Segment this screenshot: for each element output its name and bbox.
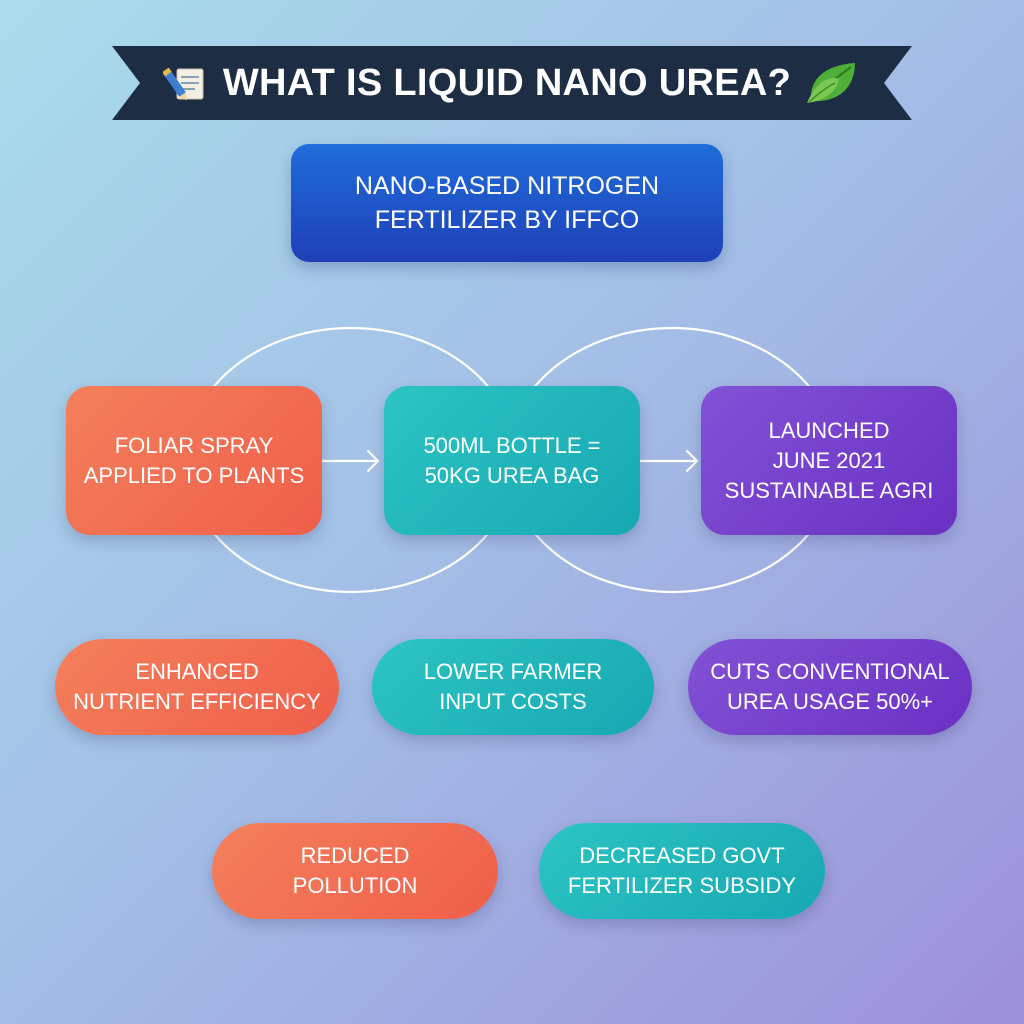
benefit-text: LOWER FARMER INPUT COSTS bbox=[423, 659, 603, 714]
flow-step-bottle-equivalence: 500ML BOTTLE = 50KG UREA BAG bbox=[384, 386, 640, 535]
main-concept-text: NANO-BASED NITROGEN FERTILIZER BY IFFCO bbox=[354, 172, 660, 234]
benefit-text: CUTS CONVENTIONAL UREA USAGE 50%+ bbox=[710, 659, 950, 714]
benefit-text: REDUCED POLLUTION bbox=[292, 843, 418, 898]
benefit-decreased-subsidy: DECREASED GOVT FERTILIZER SUBSIDY bbox=[539, 823, 825, 919]
flow-step-text: FOLIAR SPRAY APPLIED TO PLANTS bbox=[83, 432, 305, 488]
arrow-flow-1 bbox=[321, 449, 380, 473]
flow-step-text: LAUNCHED JUNE 2021 SUSTAINABLE AGRI bbox=[724, 417, 934, 503]
benefit-nutrient-efficiency: ENHANCED NUTRIENT EFFICIENCY bbox=[55, 639, 339, 735]
title-banner: WHAT IS LIQUID NANO UREA? bbox=[112, 46, 912, 120]
flow-step-launched: LAUNCHED JUNE 2021 SUSTAINABLE AGRI bbox=[701, 386, 957, 535]
notepad-pencil-icon bbox=[161, 60, 209, 106]
flow-step-text: 500ML BOTTLE = 50KG UREA BAG bbox=[423, 432, 601, 488]
benefit-text: DECREASED GOVT FERTILIZER SUBSIDY bbox=[567, 843, 797, 898]
benefit-text: ENHANCED NUTRIENT EFFICIENCY bbox=[73, 659, 321, 714]
page-title: WHAT IS LIQUID NANO UREA? bbox=[222, 61, 792, 104]
benefit-lower-costs: LOWER FARMER INPUT COSTS bbox=[372, 639, 654, 735]
arrow-flow-2 bbox=[638, 449, 699, 473]
flow-step-foliar-spray: FOLIAR SPRAY APPLIED TO PLANTS bbox=[66, 386, 322, 535]
main-concept-box: NANO-BASED NITROGEN FERTILIZER BY IFFCO bbox=[291, 144, 723, 262]
benefit-reduced-pollution: REDUCED POLLUTION bbox=[212, 823, 498, 919]
benefit-cuts-urea-usage: CUTS CONVENTIONAL UREA USAGE 50%+ bbox=[688, 639, 972, 735]
leaf-icon bbox=[805, 57, 861, 109]
